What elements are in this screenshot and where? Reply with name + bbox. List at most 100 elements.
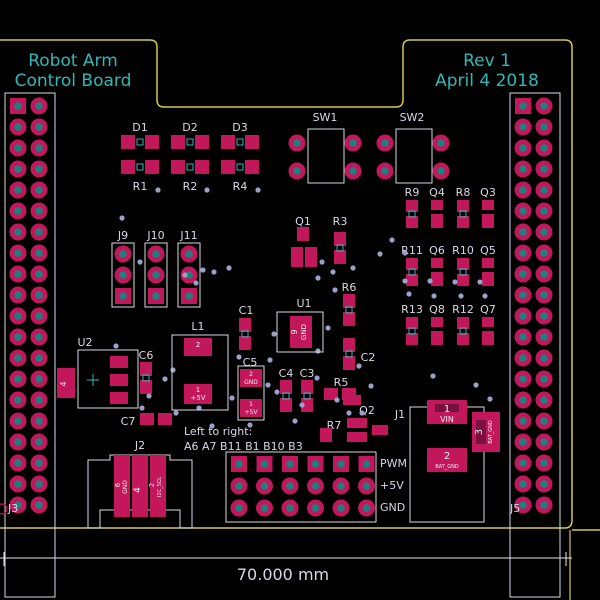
via bbox=[236, 354, 242, 360]
smd-pad bbox=[347, 432, 367, 442]
i2c-connector-j2[interactable]: 6 GND 4 2 I2C_SCL bbox=[87, 454, 193, 529]
j3-pin-hole bbox=[35, 228, 43, 236]
battery-connector-j1[interactable]: 1 VIN 2 BAT_GND 3 BAT_GND bbox=[409, 400, 500, 523]
j5-pin-hole bbox=[540, 375, 548, 383]
pin-marker bbox=[345, 350, 353, 358]
via bbox=[119, 215, 125, 221]
servo-headers-j9-j11[interactable] bbox=[111, 242, 201, 308]
j3-pin-hole bbox=[14, 102, 22, 110]
board-title-line2: Control Board bbox=[15, 71, 132, 91]
via bbox=[155, 187, 161, 193]
j5-pin-hole bbox=[519, 207, 527, 215]
j3-outline bbox=[4, 92, 56, 598]
j3-pin-hole bbox=[14, 312, 22, 320]
j3-pin-hole bbox=[14, 207, 22, 215]
via bbox=[200, 267, 206, 273]
label-d2: D2 bbox=[182, 121, 197, 134]
pin-marker bbox=[186, 138, 194, 146]
j3-pin-hole bbox=[35, 123, 43, 131]
label-r12: R12 bbox=[452, 303, 474, 316]
servo-pin-hole bbox=[362, 504, 371, 512]
servo-header-grid[interactable] bbox=[225, 451, 377, 523]
smd-pad bbox=[431, 200, 443, 210]
smd-pad bbox=[334, 232, 346, 246]
row-label-gnd: GND bbox=[380, 501, 405, 514]
u1-pad-number: 9 bbox=[290, 329, 299, 334]
header-j3[interactable] bbox=[4, 92, 56, 598]
c5-pin1: 1 bbox=[249, 401, 253, 408]
j3-pin-hole bbox=[14, 438, 22, 446]
pushbutton-switches[interactable] bbox=[288, 128, 450, 184]
via bbox=[315, 348, 321, 354]
smd-pad bbox=[140, 413, 154, 425]
label-c3: C3 bbox=[300, 367, 315, 380]
servo-pin-hole bbox=[362, 482, 371, 490]
smd-pad bbox=[343, 356, 355, 370]
smd-components bbox=[140, 200, 494, 442]
j5-pin-hole bbox=[519, 144, 527, 152]
smd-pad bbox=[301, 398, 313, 412]
j5-pin-hole bbox=[540, 396, 548, 404]
inductor-l1: 2 1 +5V bbox=[171, 334, 229, 411]
smd-pad bbox=[145, 160, 159, 174]
smd-pad bbox=[406, 333, 418, 345]
small-header-pin-hole bbox=[152, 271, 160, 279]
pin-marker bbox=[186, 163, 194, 171]
header-j5[interactable] bbox=[509, 92, 561, 598]
j5-pin-hole bbox=[540, 291, 548, 299]
j3-pin-hole bbox=[35, 501, 43, 509]
switch-pin-hole bbox=[293, 139, 301, 147]
via bbox=[350, 265, 356, 271]
via bbox=[209, 423, 215, 429]
via bbox=[204, 187, 210, 193]
j3-pin-hole bbox=[14, 144, 22, 152]
pin-marker bbox=[459, 268, 467, 276]
j3-pin-hole bbox=[35, 438, 43, 446]
pin-marker bbox=[236, 163, 244, 171]
smd-pad bbox=[457, 258, 469, 270]
label-sw2: SW2 bbox=[400, 111, 425, 124]
via bbox=[229, 395, 235, 401]
servo-pin-hole bbox=[260, 504, 269, 512]
smd-pad bbox=[280, 398, 292, 412]
smd-pad bbox=[195, 160, 209, 174]
via bbox=[211, 269, 217, 275]
via bbox=[162, 376, 168, 382]
j5-pin-hole bbox=[519, 354, 527, 362]
via bbox=[170, 367, 176, 373]
vias bbox=[113, 187, 493, 429]
via bbox=[452, 279, 458, 285]
j3-pin-hole bbox=[14, 270, 22, 278]
pin-marker bbox=[303, 392, 311, 400]
via bbox=[193, 280, 199, 286]
servo-grid-outline bbox=[225, 451, 377, 523]
servo-pin-hole bbox=[311, 460, 320, 468]
via bbox=[406, 291, 412, 297]
via bbox=[113, 343, 119, 349]
label-j2: J2 bbox=[134, 439, 145, 452]
j5-pin-hole bbox=[519, 417, 527, 425]
servo-pin-hole bbox=[260, 482, 269, 490]
via bbox=[402, 278, 408, 284]
pin-order-names: A6 A7 B11 B1 B10 B3 bbox=[184, 440, 303, 453]
small-header-pin-hole bbox=[185, 271, 193, 279]
smd-pad bbox=[482, 272, 494, 286]
switch-pin-hole bbox=[381, 139, 389, 147]
via bbox=[356, 363, 362, 369]
j3-pin-hole bbox=[14, 375, 22, 383]
j3-pin-hole bbox=[35, 354, 43, 362]
via bbox=[458, 293, 464, 299]
j3-pin-hole bbox=[14, 186, 22, 194]
label-q5: Q5 bbox=[480, 244, 496, 257]
j2-pin6: 6 bbox=[114, 482, 122, 487]
small-header-outline bbox=[144, 242, 168, 308]
via bbox=[274, 389, 280, 395]
j1-pin2: 2 bbox=[444, 451, 450, 462]
u2-tab-label: 4 bbox=[59, 381, 68, 386]
j5-pin-hole bbox=[519, 102, 527, 110]
j3-pin-hole bbox=[35, 375, 43, 383]
servo-pin-hole bbox=[286, 482, 294, 490]
pin-marker bbox=[408, 268, 416, 276]
pin-order-note: Left to right: bbox=[184, 425, 252, 438]
